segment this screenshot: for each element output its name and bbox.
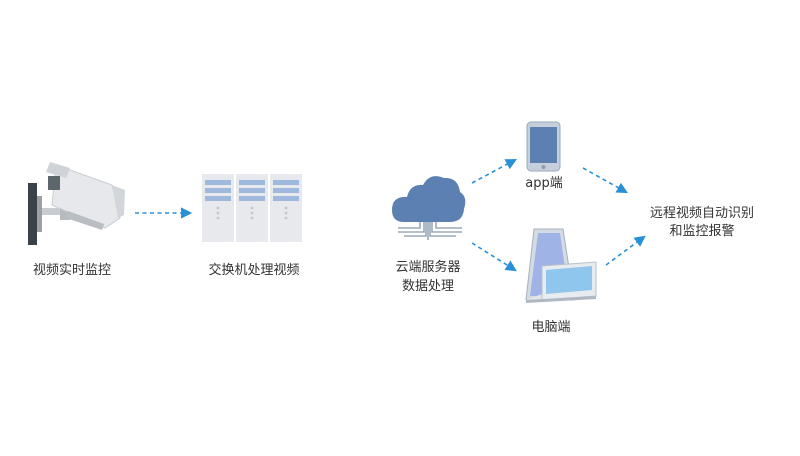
camera-label: 视频实时监控 <box>32 263 111 278</box>
connectors <box>135 158 646 272</box>
arrow-phone-to-remote <box>582 167 628 194</box>
laptop-label: 电脑端 <box>531 320 571 335</box>
remote-label-line2: 和监控报警 <box>669 224 735 239</box>
smartphone-icon <box>526 121 561 172</box>
remote-label-line1: 远程视频自动识别 <box>649 206 754 221</box>
cloud-label-line1: 云端服务器 <box>395 260 461 275</box>
server-rack-icon <box>202 174 302 242</box>
arrow-laptop-to-remote <box>605 235 646 266</box>
security-camera-icon <box>28 162 125 245</box>
cloud-server-icon <box>392 176 466 240</box>
switch-label: 交换机处理视频 <box>208 263 300 278</box>
arrow-cloud-to-phone <box>471 158 517 184</box>
arrow-cloud-to-laptop <box>471 242 517 272</box>
laptop-icon <box>525 228 597 303</box>
cloud-label-line2: 数据处理 <box>401 279 454 294</box>
phone-label: app端 <box>525 176 563 191</box>
